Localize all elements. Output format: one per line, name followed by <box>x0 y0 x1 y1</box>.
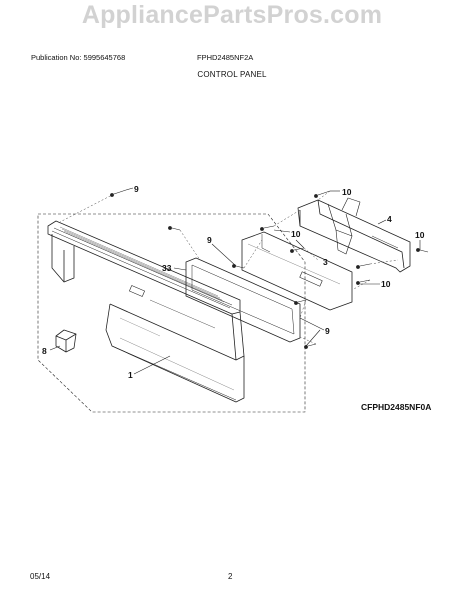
control-board-part <box>241 231 353 311</box>
assembly-outline <box>37 213 306 413</box>
callout-33: 33 <box>162 263 172 273</box>
callout-4: 4 <box>387 214 392 224</box>
model-number: FPHD2485NF2A <box>197 53 254 62</box>
section-title: CONTROL PANEL <box>197 70 267 79</box>
page-number: 2 <box>228 572 233 581</box>
cover-part <box>297 197 411 273</box>
callout-8: 8 <box>42 346 47 356</box>
screws <box>110 189 429 349</box>
callout-9-mid: 9 <box>207 235 212 245</box>
callout-9-top: 9 <box>134 184 139 194</box>
control-panel-part <box>47 220 245 403</box>
callout-labels: 9 10 4 10 9 10 33 3 10 9 8 1 <box>42 184 425 380</box>
watermark: AppliancePartsPros.com <box>81 1 383 29</box>
callout-3: 3 <box>323 257 328 267</box>
callout-10-mid: 10 <box>291 229 301 239</box>
callout-10-lower: 10 <box>381 279 391 289</box>
footer-date: 05/14 <box>30 572 51 581</box>
bracket-part <box>55 329 77 353</box>
callout-1: 1 <box>128 370 133 380</box>
callout-10-top: 10 <box>342 187 352 197</box>
callout-9-lower: 9 <box>325 326 330 336</box>
diagram-code: CFPHD2485NF0A <box>361 402 432 412</box>
assembly-lines <box>59 190 399 345</box>
callout-10-right: 10 <box>415 230 425 240</box>
publication-number: Publication No: 5995645768 <box>31 53 126 62</box>
leader-lines <box>49 187 421 375</box>
gasket-part <box>185 257 301 343</box>
